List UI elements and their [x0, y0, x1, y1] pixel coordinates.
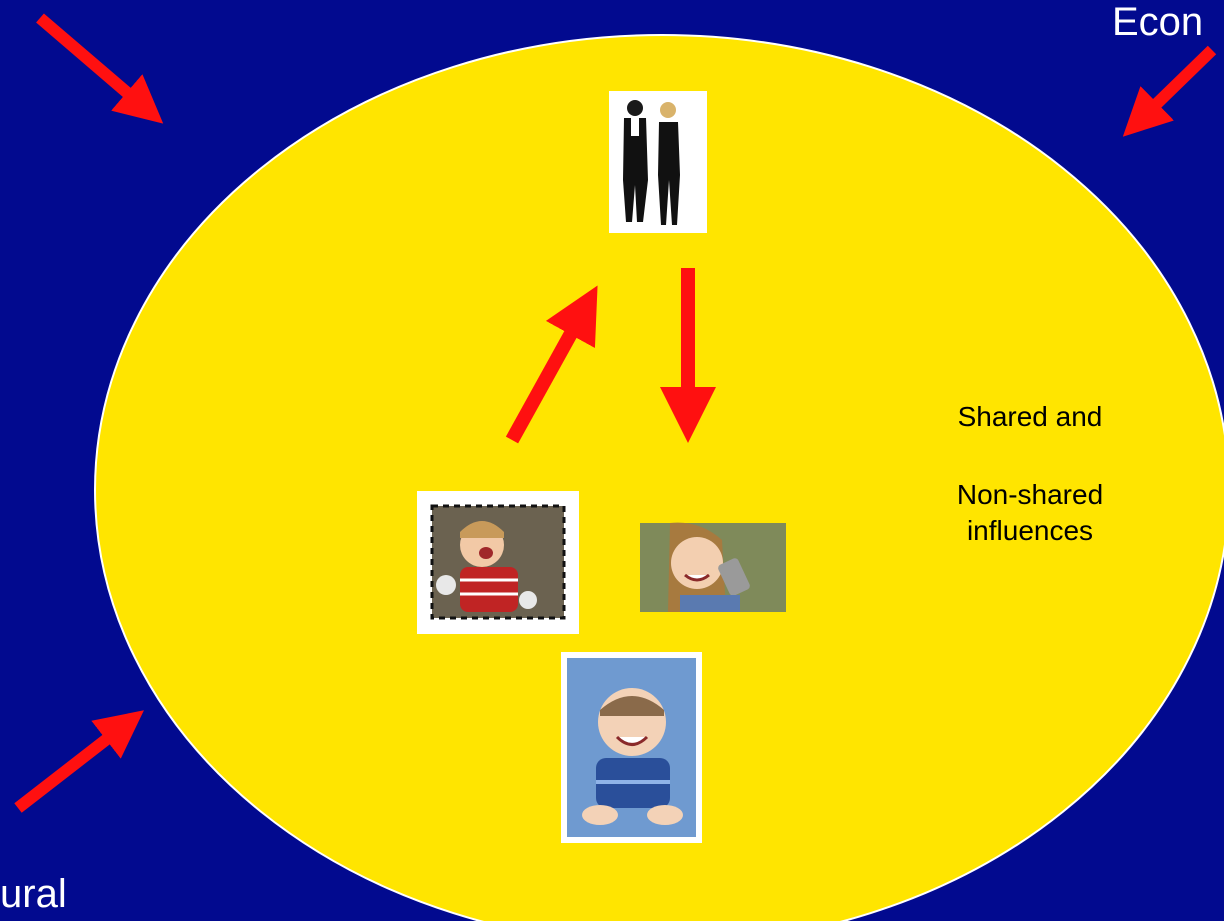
arrow-top-left — [36, 13, 164, 124]
parents-photo — [609, 91, 707, 233]
arrow-top-right — [1122, 45, 1217, 137]
arrow-child-to-parents — [505, 285, 598, 444]
baby-photo — [561, 652, 702, 843]
influences-label: influences — [966, 515, 1094, 546]
family-circle — [94, 34, 1224, 921]
girl-photo — [640, 522, 786, 612]
cultural-label: ural — [0, 872, 67, 916]
shared-and-label: Shared and — [957, 401, 1103, 432]
economic-label: Econ — [1112, 0, 1204, 44]
arrow-bottom-left — [14, 710, 144, 813]
boy-photo — [417, 491, 579, 634]
non-shared-label: Non-shared — [956, 479, 1104, 510]
